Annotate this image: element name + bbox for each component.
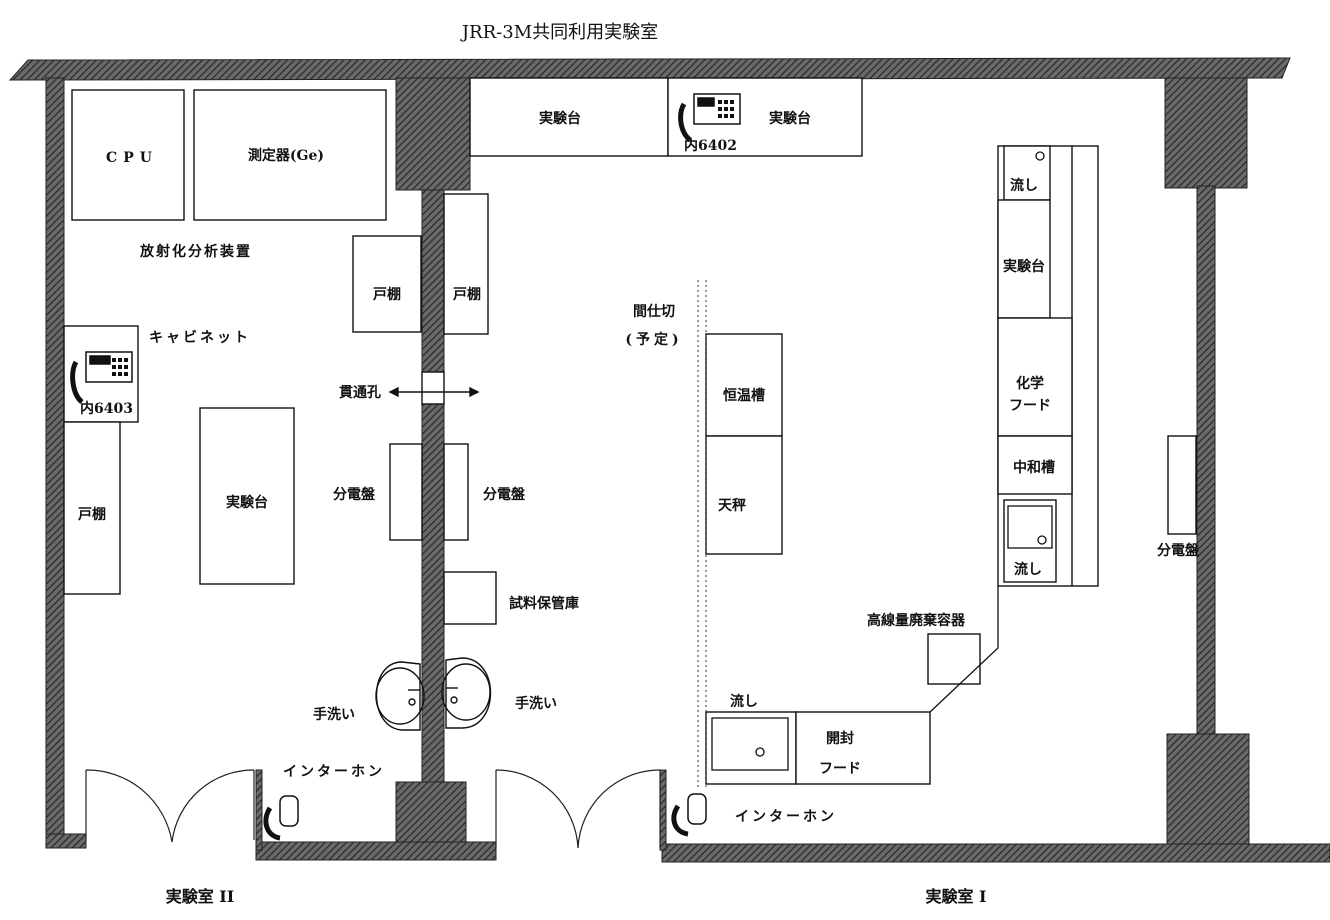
door-room1 (495, 769, 661, 849)
panel-right-label: 分電盤 (1157, 542, 1200, 559)
sink-bottom-box (1003, 499, 1057, 583)
shelf-upper-box (352, 235, 422, 333)
hand-wash-right-label: 手洗い (515, 695, 557, 712)
open-hood-label-2: フード (819, 761, 861, 777)
sink-top-label: 流し (1010, 177, 1038, 194)
shelf-corridor-label: 戸棚 (453, 286, 481, 303)
phone-6403-label: 内6403 (80, 400, 133, 417)
room2-caption: 実験室 II (166, 887, 235, 906)
sink-bottom-label: 流し (1014, 561, 1042, 578)
hand-wash-left-icon (375, 661, 425, 731)
thermostat-label: 恒温槽 (723, 387, 765, 404)
sample-storage-label: 試料保管庫 (509, 595, 579, 612)
fume-hood-label-1: 化学 (1016, 375, 1044, 392)
through-hole-box (421, 371, 445, 405)
phone-6403-icon (70, 351, 133, 404)
bench-a-label: 実験台 (539, 110, 581, 127)
intercom-left-icon (263, 795, 299, 841)
fume-hood-label-2: フード (1009, 398, 1051, 414)
phone-6402-label: 内6402 (684, 137, 737, 154)
phone-6402-icon (678, 93, 741, 142)
panel-right-box (1167, 435, 1197, 535)
bench-b-label: 実験台 (769, 110, 811, 127)
hand-wash-right-icon (441, 657, 492, 729)
bench-side-box (997, 199, 1051, 319)
through-hole-label: 貫通孔 (339, 385, 381, 401)
front-sink-box (705, 711, 797, 785)
shelf-corridor-box (443, 193, 489, 335)
sample-storage-box (443, 571, 497, 625)
partition-line (697, 280, 707, 790)
balance-box (705, 435, 783, 555)
intercom-right-label: インターホン (735, 809, 837, 825)
thermostat-box (705, 333, 783, 437)
shelf-left-box (63, 421, 121, 595)
walls (8, 57, 1330, 863)
cabinet-label: キャビネット (149, 330, 251, 346)
partition-label-2: (予定) (625, 331, 682, 348)
shelf-upper-label: 戸棚 (373, 286, 401, 303)
bench-left-label: 実験台 (226, 494, 268, 511)
intercom-right-icon (671, 793, 707, 837)
panel-left-box (389, 443, 423, 541)
ge-meter-label: 測定器(Ge) (248, 147, 324, 164)
bench-left-box (199, 407, 295, 585)
panel-corridor-box (443, 443, 469, 541)
analyzer-label: 放射化分析装置 (139, 243, 252, 260)
through-hole-arrow-icon (388, 386, 480, 398)
open-hood-box (795, 711, 931, 785)
corridor-fixtures (421, 193, 497, 625)
intercom-left-label: インターホン (283, 764, 385, 780)
neutralizer-box (997, 435, 1073, 495)
ge-meter-box (193, 89, 387, 221)
panel-left-label: 分電盤 (333, 486, 376, 503)
room1-furniture (469, 77, 1197, 785)
room2-furniture (63, 89, 423, 595)
plan-title: JRR-3M共同利用実験室 (460, 22, 658, 43)
cpu-box (71, 89, 185, 221)
cpu-label: CPU (106, 150, 158, 166)
sink-details (711, 151, 1053, 771)
sink-top-box (1003, 145, 1051, 201)
front-sink-label: 流し (730, 693, 758, 710)
neutralizer-label: 中和槽 (1013, 459, 1055, 476)
bench-a-box (469, 77, 669, 157)
shelf-left-label: 戸棚 (78, 506, 106, 523)
balance-label: 天秤 (718, 497, 746, 514)
waste-box (927, 633, 981, 685)
room1-caption: 実験室 I (925, 887, 986, 906)
door-room2 (85, 769, 255, 843)
open-hood-label-1: 開封 (826, 730, 854, 747)
partition-label-1: 間仕切 (633, 303, 675, 320)
waste-label: 高線量廃棄容器 (867, 612, 966, 629)
bench-side-label: 実験台 (1003, 258, 1045, 275)
panel-corridor-label: 分電盤 (483, 486, 526, 503)
waste-leader-line (929, 586, 999, 713)
hand-wash-left-label: 手洗い (313, 706, 355, 723)
